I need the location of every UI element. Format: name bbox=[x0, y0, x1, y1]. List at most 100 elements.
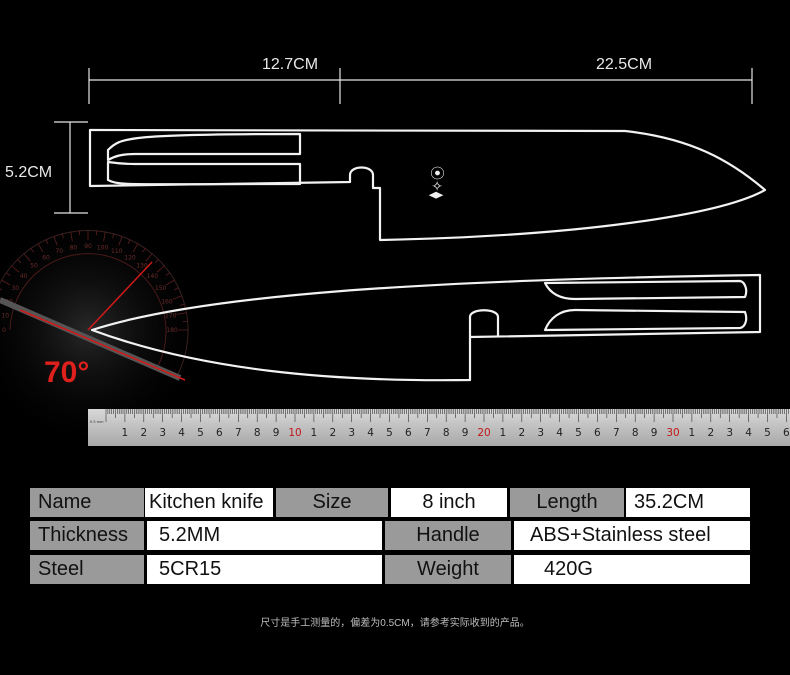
protractor-tick bbox=[11, 265, 20, 273]
ruler-digit: 3 bbox=[159, 427, 166, 439]
dimension-lines bbox=[54, 68, 753, 214]
protractor-tick bbox=[37, 243, 44, 253]
protractor-tick bbox=[112, 233, 115, 239]
ruler-digit: 4 bbox=[745, 427, 752, 439]
handle-length-label: 12.7CM bbox=[262, 56, 319, 73]
protractor-tick bbox=[53, 235, 58, 246]
protractor-label: 150 bbox=[155, 285, 167, 292]
ruler-digit: 1 bbox=[689, 427, 696, 439]
protractor-tick bbox=[154, 259, 159, 264]
protractor: 0102030405060708090100110120130140150160… bbox=[0, 210, 208, 450]
protractor-tick bbox=[103, 231, 106, 242]
weight-value: 420G bbox=[514, 555, 750, 584]
ruler-digit: 5 bbox=[575, 427, 582, 439]
protractor-tick bbox=[23, 253, 31, 262]
protractor-label: 40 bbox=[20, 273, 28, 280]
ruler-digit: 5 bbox=[197, 427, 204, 439]
ruler-digit: 1 bbox=[122, 427, 129, 439]
protractor-tick bbox=[61, 233, 64, 239]
ruler-digit: 9 bbox=[462, 427, 469, 439]
protractor-label: 30 bbox=[11, 285, 19, 292]
weight-label: Weight bbox=[385, 555, 511, 584]
ruler-digit: 3 bbox=[726, 427, 733, 439]
protractor-label: 50 bbox=[30, 263, 38, 270]
ruler-digit: 8 bbox=[632, 427, 639, 439]
ruler-digit: 3 bbox=[348, 427, 355, 439]
ruler-digit: 4 bbox=[556, 427, 563, 439]
protractor-tick bbox=[142, 247, 146, 253]
protractor-label: 170 bbox=[165, 312, 177, 319]
ruler-digit: 8 bbox=[443, 427, 450, 439]
ruler-digit: 2 bbox=[707, 427, 714, 439]
ruler-digit: 1 bbox=[311, 427, 318, 439]
ruler-digit: 6 bbox=[783, 427, 790, 439]
protractor-label: 180 bbox=[166, 327, 178, 334]
ruler-digit: 1 bbox=[500, 427, 507, 439]
ruler-unit-label: 0.5 mm bbox=[90, 420, 104, 424]
measurement-footnote: 尺寸是手工测量的，偏差为0.5CM，请参考实际收到的产品。 bbox=[260, 618, 530, 629]
handle-value: ABS+Stainless steel bbox=[514, 521, 750, 550]
protractor-tick bbox=[145, 253, 153, 262]
protractor-tick bbox=[176, 312, 187, 315]
handle-label: Handle bbox=[385, 521, 511, 550]
protractor-label: 80 bbox=[70, 244, 78, 251]
protractor-label: 0 bbox=[2, 327, 6, 334]
ruler-digit: 30 bbox=[666, 427, 679, 439]
spec-row-1: Name Kitchen knife Size 8 inch Length 35… bbox=[30, 488, 755, 517]
steel-value: 5CR15 bbox=[147, 555, 382, 584]
ruler-digit: 9 bbox=[651, 427, 658, 439]
protractor-label: 100 bbox=[97, 244, 109, 251]
length-value: 35.2CM bbox=[626, 488, 750, 517]
protractor-tick bbox=[45, 239, 49, 245]
ruler-digit: 10 bbox=[288, 427, 301, 439]
brand-logo: ⦿✧⧫ bbox=[428, 166, 444, 199]
protractor-tick bbox=[5, 272, 11, 276]
protractor-tick bbox=[0, 288, 3, 291]
ruler-digit: 3 bbox=[537, 427, 544, 439]
protractor-tick bbox=[172, 295, 183, 300]
spec-row-3: Steel 5CR15 Weight 420G bbox=[30, 555, 755, 584]
protractor-tick bbox=[118, 235, 123, 246]
ruler-digit: 4 bbox=[367, 427, 374, 439]
protractor-label: 60 bbox=[42, 254, 50, 261]
protractor-label: 110 bbox=[111, 248, 123, 255]
ruler-digit: 7 bbox=[613, 427, 620, 439]
protractor-tick bbox=[165, 272, 171, 276]
ruler-digit: 6 bbox=[405, 427, 412, 439]
ruler-digit: 7 bbox=[235, 427, 242, 439]
protractor-tick bbox=[70, 231, 73, 242]
protractor-tick bbox=[1, 279, 11, 286]
size-value: 8 inch bbox=[391, 488, 507, 517]
protractor-label: 70 bbox=[55, 248, 63, 255]
size-label: Size bbox=[276, 488, 388, 517]
protractor-label: 90 bbox=[84, 243, 92, 250]
name-label: Name bbox=[30, 488, 144, 517]
protractor-tick bbox=[179, 303, 185, 306]
ruler-digit: 5 bbox=[386, 427, 393, 439]
angle-lines bbox=[0, 261, 186, 381]
length-label: Length bbox=[510, 488, 624, 517]
blade-length-label: 22.5CM bbox=[596, 56, 653, 73]
thickness-value: 5.2MM bbox=[147, 521, 382, 550]
knife-side-view bbox=[90, 273, 762, 382]
protractor-label: 120 bbox=[124, 254, 136, 261]
protractor-label: 10 bbox=[1, 312, 9, 319]
ruler-digit: 2 bbox=[518, 427, 525, 439]
spec-row-2: Thickness 5.2MM Handle ABS+Stainless ste… bbox=[30, 521, 755, 550]
protractor-tick bbox=[17, 259, 22, 264]
ruler: 1234567891012345678920123456789301234567… bbox=[88, 409, 790, 446]
protractor-tick bbox=[30, 247, 34, 253]
protractor-label: 140 bbox=[147, 273, 159, 280]
ruler-digit: 2 bbox=[329, 427, 336, 439]
steel-label: Steel bbox=[30, 555, 144, 584]
ruler-digit: 6 bbox=[216, 427, 223, 439]
knife-diagram: ⦿✧⧫ 010203040506070809010011012013014015… bbox=[0, 68, 767, 450]
ruler-digit: 4 bbox=[178, 427, 185, 439]
ruler-digit: 6 bbox=[594, 427, 601, 439]
knife-top-view bbox=[88, 128, 767, 242]
protractor-label: 160 bbox=[161, 298, 173, 305]
protractor-tick bbox=[132, 243, 139, 253]
ruler-digit: 20 bbox=[477, 427, 490, 439]
protractor-tick bbox=[127, 239, 131, 245]
name-value: Kitchen knife bbox=[145, 488, 273, 517]
